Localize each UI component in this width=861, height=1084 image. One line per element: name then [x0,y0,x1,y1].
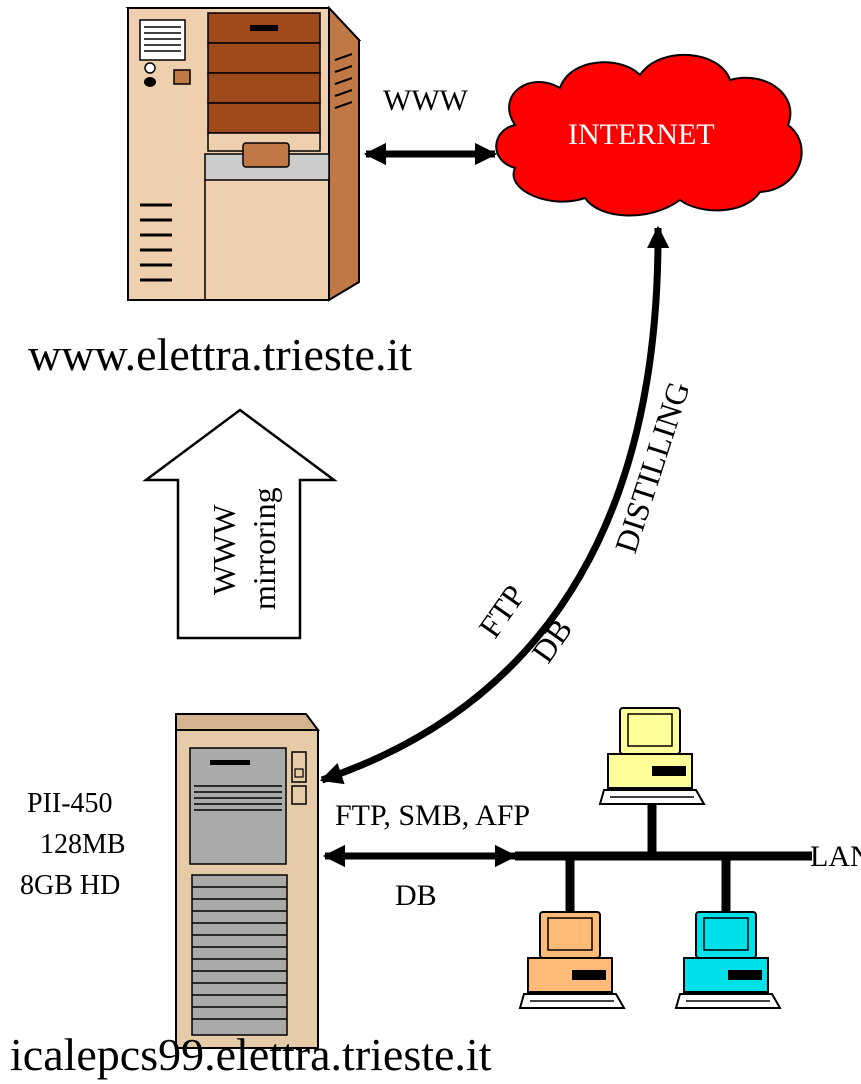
lan-protocols-label: FTP, SMB, AFP [335,799,530,832]
mirroring-label: mirroring [246,487,282,610]
spec-ram: 128MB [40,829,126,860]
top-server-hostname: www.elettra.trieste.it [28,329,412,380]
internet-label: INTERNET [568,118,715,151]
distilling-label: DISTILLING [607,377,696,557]
spec-cpu: PII-450 [27,788,113,819]
lan-db-label: DB [395,879,437,912]
lan-bus [515,790,812,912]
desktop-server-icon [175,713,320,1049]
client-computer-icon [598,707,706,805]
client-computer-icon [518,911,626,1009]
distilling-arrow [319,225,670,785]
mirroring-label-www: WWW [206,504,242,595]
spec-disk: 8GB HD [20,870,120,901]
bottom-server-hostname: icalepcs99.elettra.trieste.it [10,1029,492,1080]
tower-server-icon [125,5,362,302]
client-computer-icon [674,911,782,1009]
db-curve-label: DB [524,612,579,669]
internet-cloud-icon: INTERNET [495,54,803,217]
www-link-label: WWW [383,84,469,117]
mirroring-arrow: WWW mirroring [142,408,338,640]
ftp-label: FTP [471,578,532,644]
lan-label: LAN [810,840,861,873]
